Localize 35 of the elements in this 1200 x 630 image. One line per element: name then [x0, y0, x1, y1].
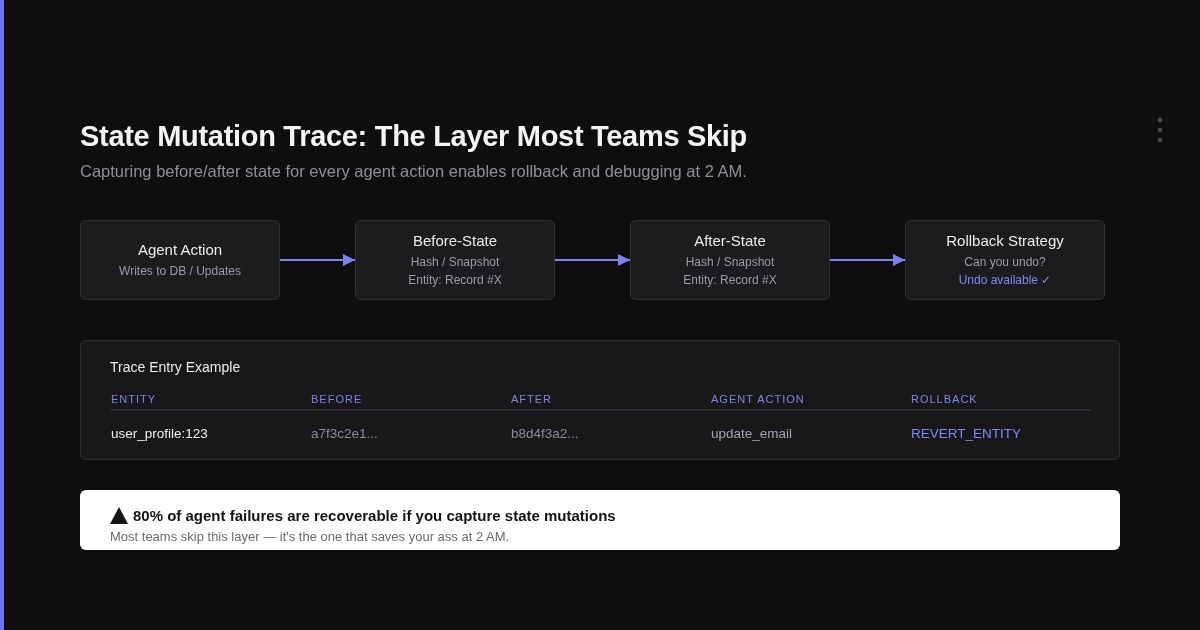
column-heading: ENTITY — [111, 392, 157, 406]
field-value: b8d4f3a2... — [511, 425, 579, 442]
field-value: user_profile:123 — [111, 425, 208, 442]
column-heading: ROLLBACK — [911, 392, 978, 406]
trace-panel — [80, 340, 1120, 460]
field-value: update_email — [711, 425, 793, 442]
field-value: a7f3c2e1... — [311, 425, 378, 442]
box-subtitle: Entity: Record #X — [683, 272, 777, 289]
arrow — [279, 254, 356, 266]
box-subtitle: Hash / Snapshot — [685, 254, 775, 271]
field-value: REVERT_ENTITY — [911, 425, 1022, 442]
callout-box — [80, 490, 1120, 550]
process-box — [80, 220, 280, 300]
box-title: After-State — [694, 231, 766, 250]
process-box — [630, 220, 830, 300]
process-box — [905, 220, 1105, 300]
process-box — [355, 220, 555, 300]
box-subtitle: Can you undo? — [964, 254, 1046, 271]
column-heading: AGENT ACTION — [711, 392, 805, 406]
box-subtitle: Writes to DB / Updates — [119, 263, 241, 280]
column-heading: AFTER — [511, 392, 553, 406]
callout-note: Most teams skip this layer — it's the one that saves your ass at 2 AM. — [110, 529, 510, 545]
title: State Mutation Trace: The Layer Most Teams Skip — [80, 119, 748, 154]
panel-heading: Trace Entry Example — [110, 359, 241, 376]
subtitle: Capturing before/after state for every agent action enables rollback and debugging at 2 AM. — [80, 161, 747, 182]
box-title: Rollback Strategy — [946, 231, 1064, 250]
arrow — [554, 254, 631, 266]
box-title: Before-State — [412, 231, 498, 250]
box-subtitle: Hash / Snapshot — [410, 254, 500, 271]
status-text: Undo available ✓ — [958, 272, 1052, 289]
box-subtitle: Entity: Record #X — [408, 272, 502, 289]
column-heading: BEFORE — [311, 392, 363, 406]
box-title: Agent Action — [137, 240, 223, 259]
arrow — [829, 254, 906, 266]
callout-headline: 80% of agent failures are recoverable if you capture state mutations — [133, 506, 616, 525]
